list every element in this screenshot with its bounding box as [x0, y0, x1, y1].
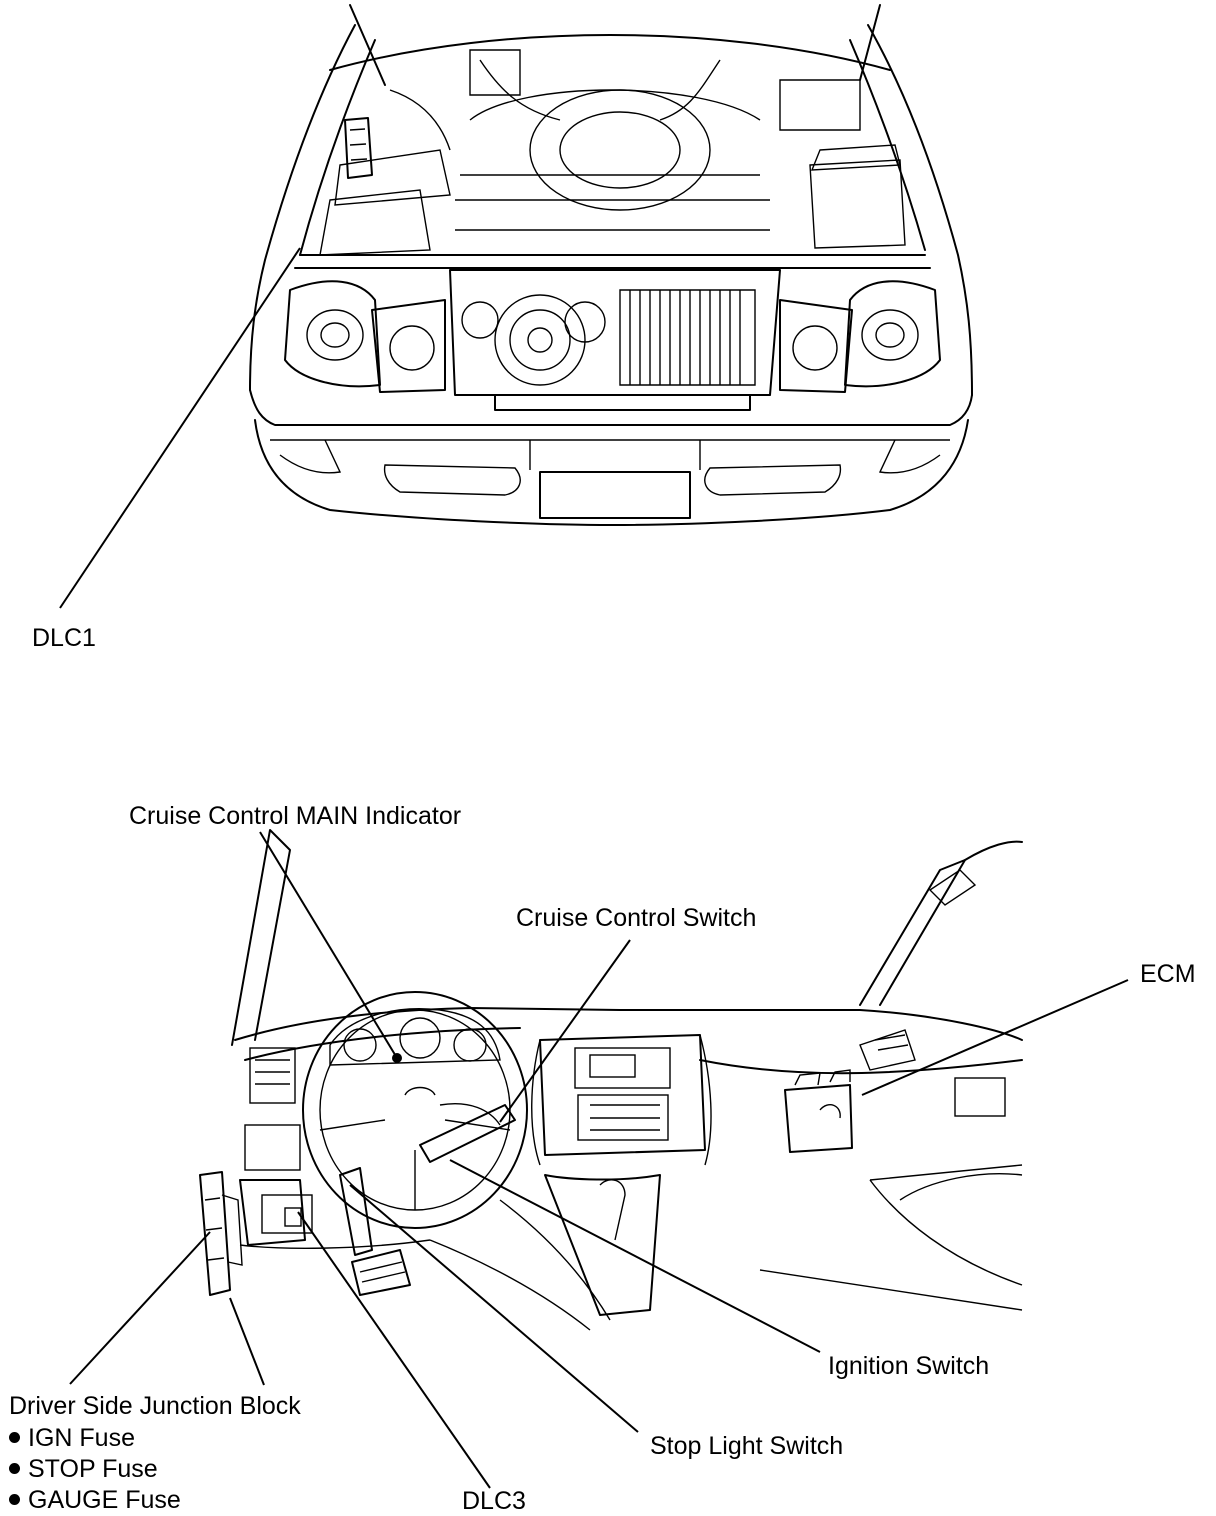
fuse-label: STOP Fuse	[28, 1455, 158, 1483]
fuse-label: IGN Fuse	[28, 1424, 135, 1452]
fuse-list-item: STOP Fuse	[9, 1455, 158, 1483]
dlc1-label: DLC1	[32, 624, 96, 652]
bullet-icon	[9, 1432, 20, 1443]
engine-compartment-drawing	[249, 4, 973, 526]
fuse-list-item: IGN Fuse	[9, 1424, 135, 1452]
fuse-list-item: GAUGE Fuse	[9, 1486, 181, 1514]
cruise-control-switch-label: Cruise Control Switch	[516, 904, 757, 932]
cruise-main-indicator-label: Cruise Control MAIN Indicator	[129, 802, 462, 830]
junction-block-label: Driver Side Junction Block	[9, 1392, 301, 1420]
dashboard-drawing	[199, 829, 1023, 1331]
stop-light-switch-label: Stop Light Switch	[650, 1432, 844, 1460]
bullet-icon	[9, 1463, 20, 1474]
bullet-icon	[9, 1494, 20, 1505]
ecm-label: ECM	[1140, 960, 1196, 988]
ignition-switch-label: Ignition Switch	[828, 1352, 990, 1380]
leader-lines	[69, 831, 1129, 1489]
dlc3-label: DLC3	[462, 1487, 526, 1515]
fuse-label: GAUGE Fuse	[28, 1486, 181, 1514]
dlc1-leader-line	[59, 247, 301, 609]
